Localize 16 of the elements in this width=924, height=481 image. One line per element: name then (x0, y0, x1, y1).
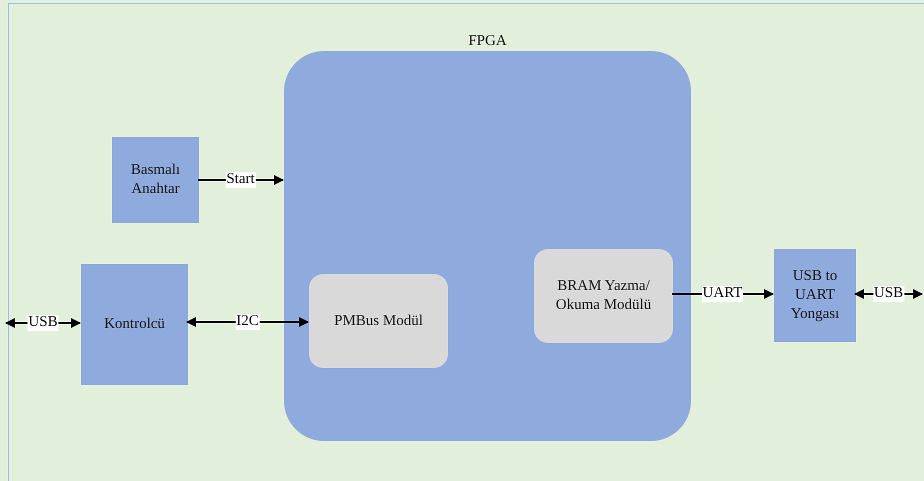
box-label: Basmalı Anahtar (130, 161, 182, 199)
component-box (81, 264, 188, 385)
module-box (534, 249, 673, 343)
component-box (112, 137, 199, 223)
edge-label: USB (872, 286, 904, 302)
box-label: USB to UART Yongası (790, 267, 840, 324)
edge-label: USB (27, 315, 59, 331)
box-label: PMBus Modül (334, 312, 423, 330)
edge-label: Start (225, 172, 256, 188)
box-label: Kontrolcü (104, 315, 165, 334)
edge-label: UART (702, 286, 744, 302)
module-box (309, 274, 448, 368)
component-box (774, 249, 856, 342)
box-label: BRAM Yazma/ Okuma Modülü (554, 277, 652, 315)
block-title: FPGA (467, 32, 508, 51)
edge-label: I2C (235, 314, 260, 330)
